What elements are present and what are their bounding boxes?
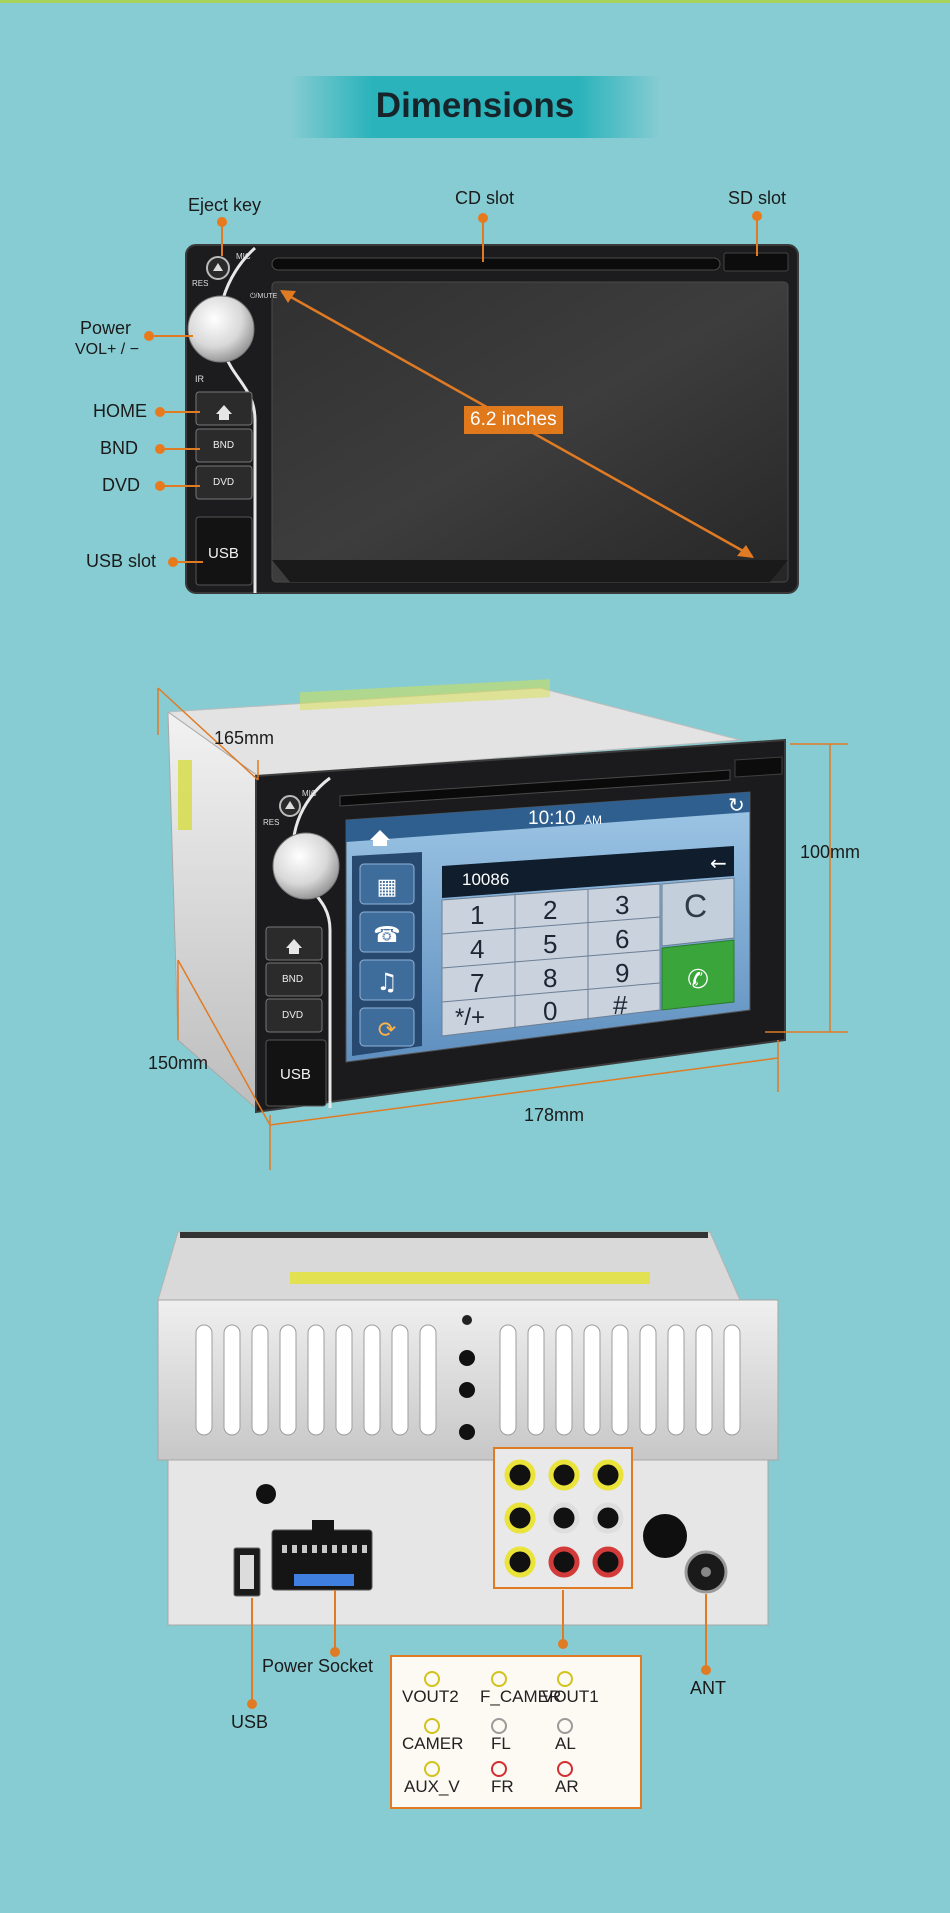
svg-text:♫: ♫ (376, 968, 398, 996)
sd-slot-line (756, 220, 758, 256)
pin-camer-label: CAMER (402, 1734, 464, 1753)
pin-vout2-indicator (424, 1671, 440, 1687)
perspective-res-label: RES (263, 818, 280, 827)
perspective-dvd-label: DVD (282, 1010, 304, 1021)
pin-fr-label: FR (491, 1777, 514, 1796)
dimension-width: 178mm (524, 1105, 585, 1125)
callout-home: HOME (93, 401, 147, 421)
eject-key-line (221, 226, 223, 256)
mic-label: MIC (236, 252, 251, 261)
pin-ar-label: AR (555, 1777, 579, 1796)
callout-eject-key: Eject key (188, 195, 262, 215)
cd-slot-line (482, 222, 484, 262)
dvd-line (164, 485, 200, 487)
pin-vout1-indicator (557, 1671, 573, 1687)
svg-text:↻: ↻ (728, 793, 745, 817)
key-8[interactable]: 8 (543, 963, 558, 993)
svg-text:←: ← (710, 851, 727, 875)
perspective-mic-label: MIC (302, 789, 317, 798)
pin-fl-label: FL (491, 1734, 511, 1753)
usb-button (195, 516, 253, 586)
key-9[interactable]: 9 (615, 958, 630, 988)
usb-slot-line (177, 561, 203, 563)
key-5[interactable]: 5 (543, 929, 558, 959)
pin-ar-indicator (557, 1761, 573, 1777)
power-volume-knob (187, 295, 255, 363)
dvd-button (195, 465, 253, 500)
clock-time: 10:10 (528, 808, 576, 829)
sd-slot-dot (752, 211, 762, 221)
pin-f-camer-indicator (491, 1671, 507, 1687)
callout-ant: ANT (690, 1678, 726, 1698)
pin-fr-indicator (491, 1761, 507, 1777)
usb-slot-dot (168, 557, 178, 567)
cd-slot-dot (478, 213, 488, 223)
bnd-line (164, 448, 200, 450)
key-1[interactable]: 1 (470, 900, 485, 930)
callout-sd-slot: SD slot (728, 188, 787, 208)
callout-vol: VOL+ / − (75, 341, 140, 358)
home-dot (155, 407, 165, 417)
callout-cd-slot: CD slot (455, 188, 515, 208)
dimension-height: 100mm (800, 842, 861, 862)
page-title: Dimensions (375, 86, 575, 125)
key-2[interactable]: 2 (543, 895, 558, 925)
res-label: RES (192, 279, 209, 288)
bnd-button-label: BND (213, 440, 235, 451)
callout-bnd: BND (100, 438, 139, 458)
callout-usb-slot: USB slot (86, 551, 157, 571)
screen-size-label: 6.2 inches (464, 406, 563, 434)
key-star-plus[interactable]: */+ (455, 1004, 486, 1031)
cd-slot (271, 257, 721, 271)
power-dot (144, 331, 154, 341)
dvd-dot (155, 481, 165, 491)
knob-label: ⏻/MUTE (250, 293, 278, 300)
svg-text:☎: ☎ (373, 923, 400, 948)
key-3[interactable]: 3 (615, 890, 630, 920)
dvd-button-label: DVD (213, 477, 235, 488)
dimension-side: 150mm (148, 1053, 209, 1073)
callout-dvd: DVD (102, 475, 141, 495)
key-0[interactable]: 0 (543, 996, 558, 1026)
home-line (164, 411, 200, 413)
bnd-dot (155, 444, 165, 454)
pin-al-label: AL (555, 1734, 576, 1753)
callout-power: Power (80, 318, 132, 338)
dimension-depth: 165mm (214, 728, 275, 748)
key-6[interactable]: 6 (615, 924, 630, 954)
pin-vout1-label: VOUT1 (542, 1687, 599, 1706)
pin-aux-v-indicator (424, 1761, 440, 1777)
key-clear[interactable]: C (684, 888, 708, 924)
perspective-usb-label: USB (280, 1066, 311, 1083)
title-banner (290, 76, 660, 138)
key-hash[interactable]: # (613, 990, 628, 1020)
eject-key-dot (217, 217, 227, 227)
ir-label: IR (195, 374, 204, 384)
bnd-button (195, 428, 253, 463)
perspective-bnd-label: BND (282, 974, 304, 985)
callout-usb: USB (231, 1712, 269, 1732)
clock-ampm: AM (584, 813, 602, 827)
top-accent-line (0, 0, 950, 3)
pin-al-indicator (557, 1718, 573, 1734)
power-line (153, 335, 193, 337)
pin-fl-indicator (491, 1718, 507, 1734)
usb-button-label: USB (208, 545, 239, 562)
rca-legend-box: VOUT2 F_CAMER VOUT1 CAMER FL AL AUX_V FR… (390, 1655, 642, 1809)
pin-camer-indicator (424, 1718, 440, 1734)
pin-aux-v-label: AUX_V (404, 1777, 460, 1796)
pin-f-camer-label: F_CAMER (480, 1687, 562, 1706)
svg-text:✆: ✆ (687, 965, 709, 995)
pin-vout2-label: VOUT2 (402, 1687, 459, 1706)
key-7[interactable]: 7 (470, 968, 485, 998)
svg-text:⟳: ⟳ (378, 1018, 396, 1043)
dial-number: 10086 (462, 870, 510, 889)
key-4[interactable]: 4 (470, 934, 485, 964)
call-key (661, 939, 735, 1011)
perspective-knob (272, 832, 340, 900)
callout-power-socket: Power Socket (262, 1656, 374, 1676)
svg-text:▦: ▦ (377, 875, 398, 900)
